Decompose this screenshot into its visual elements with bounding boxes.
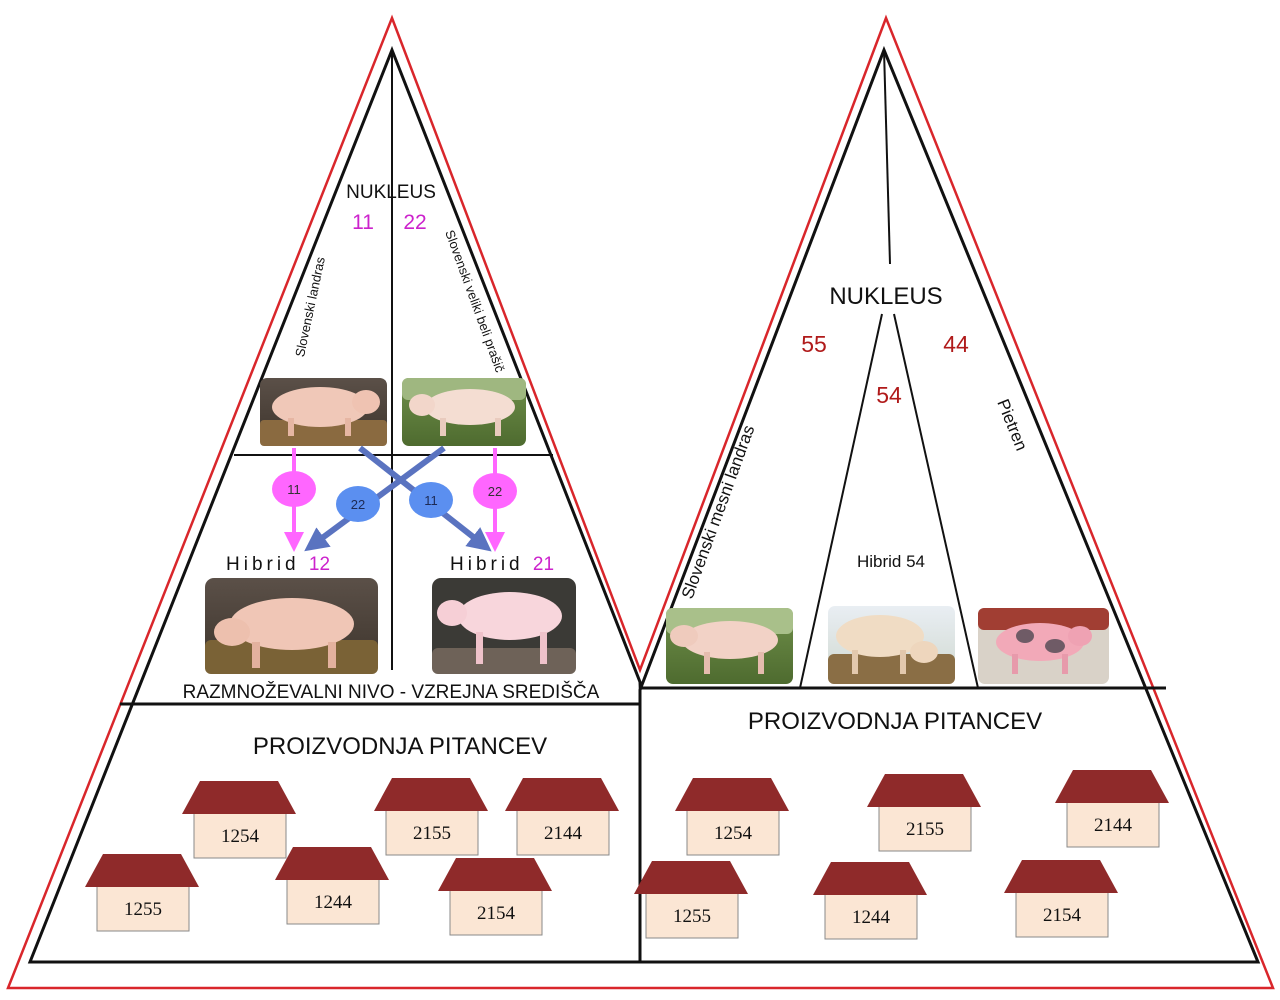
breeding-level-label: RAZMNOŽEVALNI NIVO - VZREJNA SREDIŠČA [183,681,600,703]
farm-house: 1255 [634,861,748,939]
farm-code-label: 1244 [852,907,891,928]
farm-code-label: 1255 [124,899,162,920]
hybrid-12-code: 12 [309,554,330,575]
farm-house-wall [385,808,479,856]
right-pyramid [638,45,1261,964]
photo-slovenski-mesni-landras [666,608,793,684]
hybrid-21-label: Hibrid 21 [450,554,554,575]
badge-11-blue [409,482,453,518]
right-pyramid-outline [638,45,1261,964]
farms-layer: 1254 2155 2144 1255 1244 2154 1254 2155 2144 1255… [85,770,1169,940]
right-production-label: PROIZVODNJA PITANCEV [748,708,1042,735]
farm-house-roof [505,778,619,811]
farm-house-wall [824,892,918,940]
farm-house-wall [96,884,190,932]
farm-house-roof [813,862,927,895]
farm-house-roof [867,774,981,807]
right-center-line [883,49,891,265]
photo-hibrid-21 [432,578,576,674]
badge-11-pink-label: 11 [287,482,301,497]
badge-22-blue-label: 22 [351,497,365,512]
right-hybrid-line-right [893,313,979,689]
right-line-code-55: 55 [801,331,827,357]
farm-house-roof [275,847,389,880]
badge-22-blue [336,486,380,522]
left-production-label: PROIZVODNJA PITANCEV [253,733,547,760]
left-nucleus-label: NUKLEUS [346,182,436,203]
farm-house-roof [438,858,552,891]
photo-slovenski-landras [260,378,387,446]
farm-code-label: 2155 [906,819,944,840]
farm-code-label: 1254 [714,823,753,844]
right-line-code-54: 54 [876,382,902,408]
farm-house: 1244 [275,847,389,925]
farm-house: 2155 [374,778,488,856]
farm-house: 2154 [438,858,552,936]
outer-border [6,14,1275,990]
photo-hibrid-54 [828,606,955,684]
farm-house-wall [686,808,780,856]
farm-house-roof [85,854,199,887]
farm-house-wall [193,811,287,859]
farm-code-label: 1244 [314,892,353,913]
farm-house-wall [645,891,739,939]
farm-house-roof [1055,770,1169,803]
farm-code-label: 2144 [544,823,583,844]
hybrid-12-word: Hibrid [226,554,300,575]
hybrid-12-label: Hibrid 12 [226,554,330,575]
right-nucleus-label: NUKLEUS [829,283,942,310]
photo-slovenski-veliki-beli [402,378,526,446]
hybrid-21-word: Hibrid [450,554,524,575]
farm-house: 2154 [1004,860,1118,938]
farm-house: 2144 [505,778,619,856]
farm-house-wall [1066,800,1160,848]
farm-code-label: 2144 [1094,815,1133,836]
farm-code-label: 1255 [673,906,711,927]
badge-11-pink [272,471,316,507]
farm-house: 2155 [867,774,981,852]
farm-house-wall [286,877,380,925]
farm-house: 2144 [1055,770,1169,848]
badge-22-pink-label: 22 [488,484,502,499]
right-hybrid-line-left [799,313,883,689]
farm-house-roof [675,778,789,811]
farm-house-roof [374,778,488,811]
farm-house-roof [182,781,296,814]
farm-code-label: 2154 [477,903,516,924]
badge-11-blue-label: 11 [424,493,438,508]
farm-house-wall [878,804,972,852]
left-line-code-11: 11 [352,211,374,234]
photo-hibrid-12 [205,578,378,674]
hybrid-21-code: 21 [533,554,554,575]
farm-house-roof [1004,860,1118,893]
farm-house-roof [634,861,748,894]
right-hybrid-label: Hibrid 54 [857,552,925,571]
farm-code-label: 2155 [413,823,451,844]
farm-house-wall [516,808,610,856]
farm-house: 1255 [85,854,199,932]
right-line-code-44: 44 [943,331,969,357]
farm-house: 1244 [813,862,927,940]
farm-house-wall [1015,890,1109,938]
badge-22-pink [473,473,517,509]
farm-house: 1254 [675,778,789,856]
photo-pietren [978,608,1109,684]
farm-code-label: 1254 [221,826,260,847]
cross-arrows: 11 22 11 22 [272,445,517,552]
left-line-code-22: 22 [403,211,426,234]
farm-house: 1254 [182,781,296,859]
farm-code-label: 2154 [1043,905,1082,926]
